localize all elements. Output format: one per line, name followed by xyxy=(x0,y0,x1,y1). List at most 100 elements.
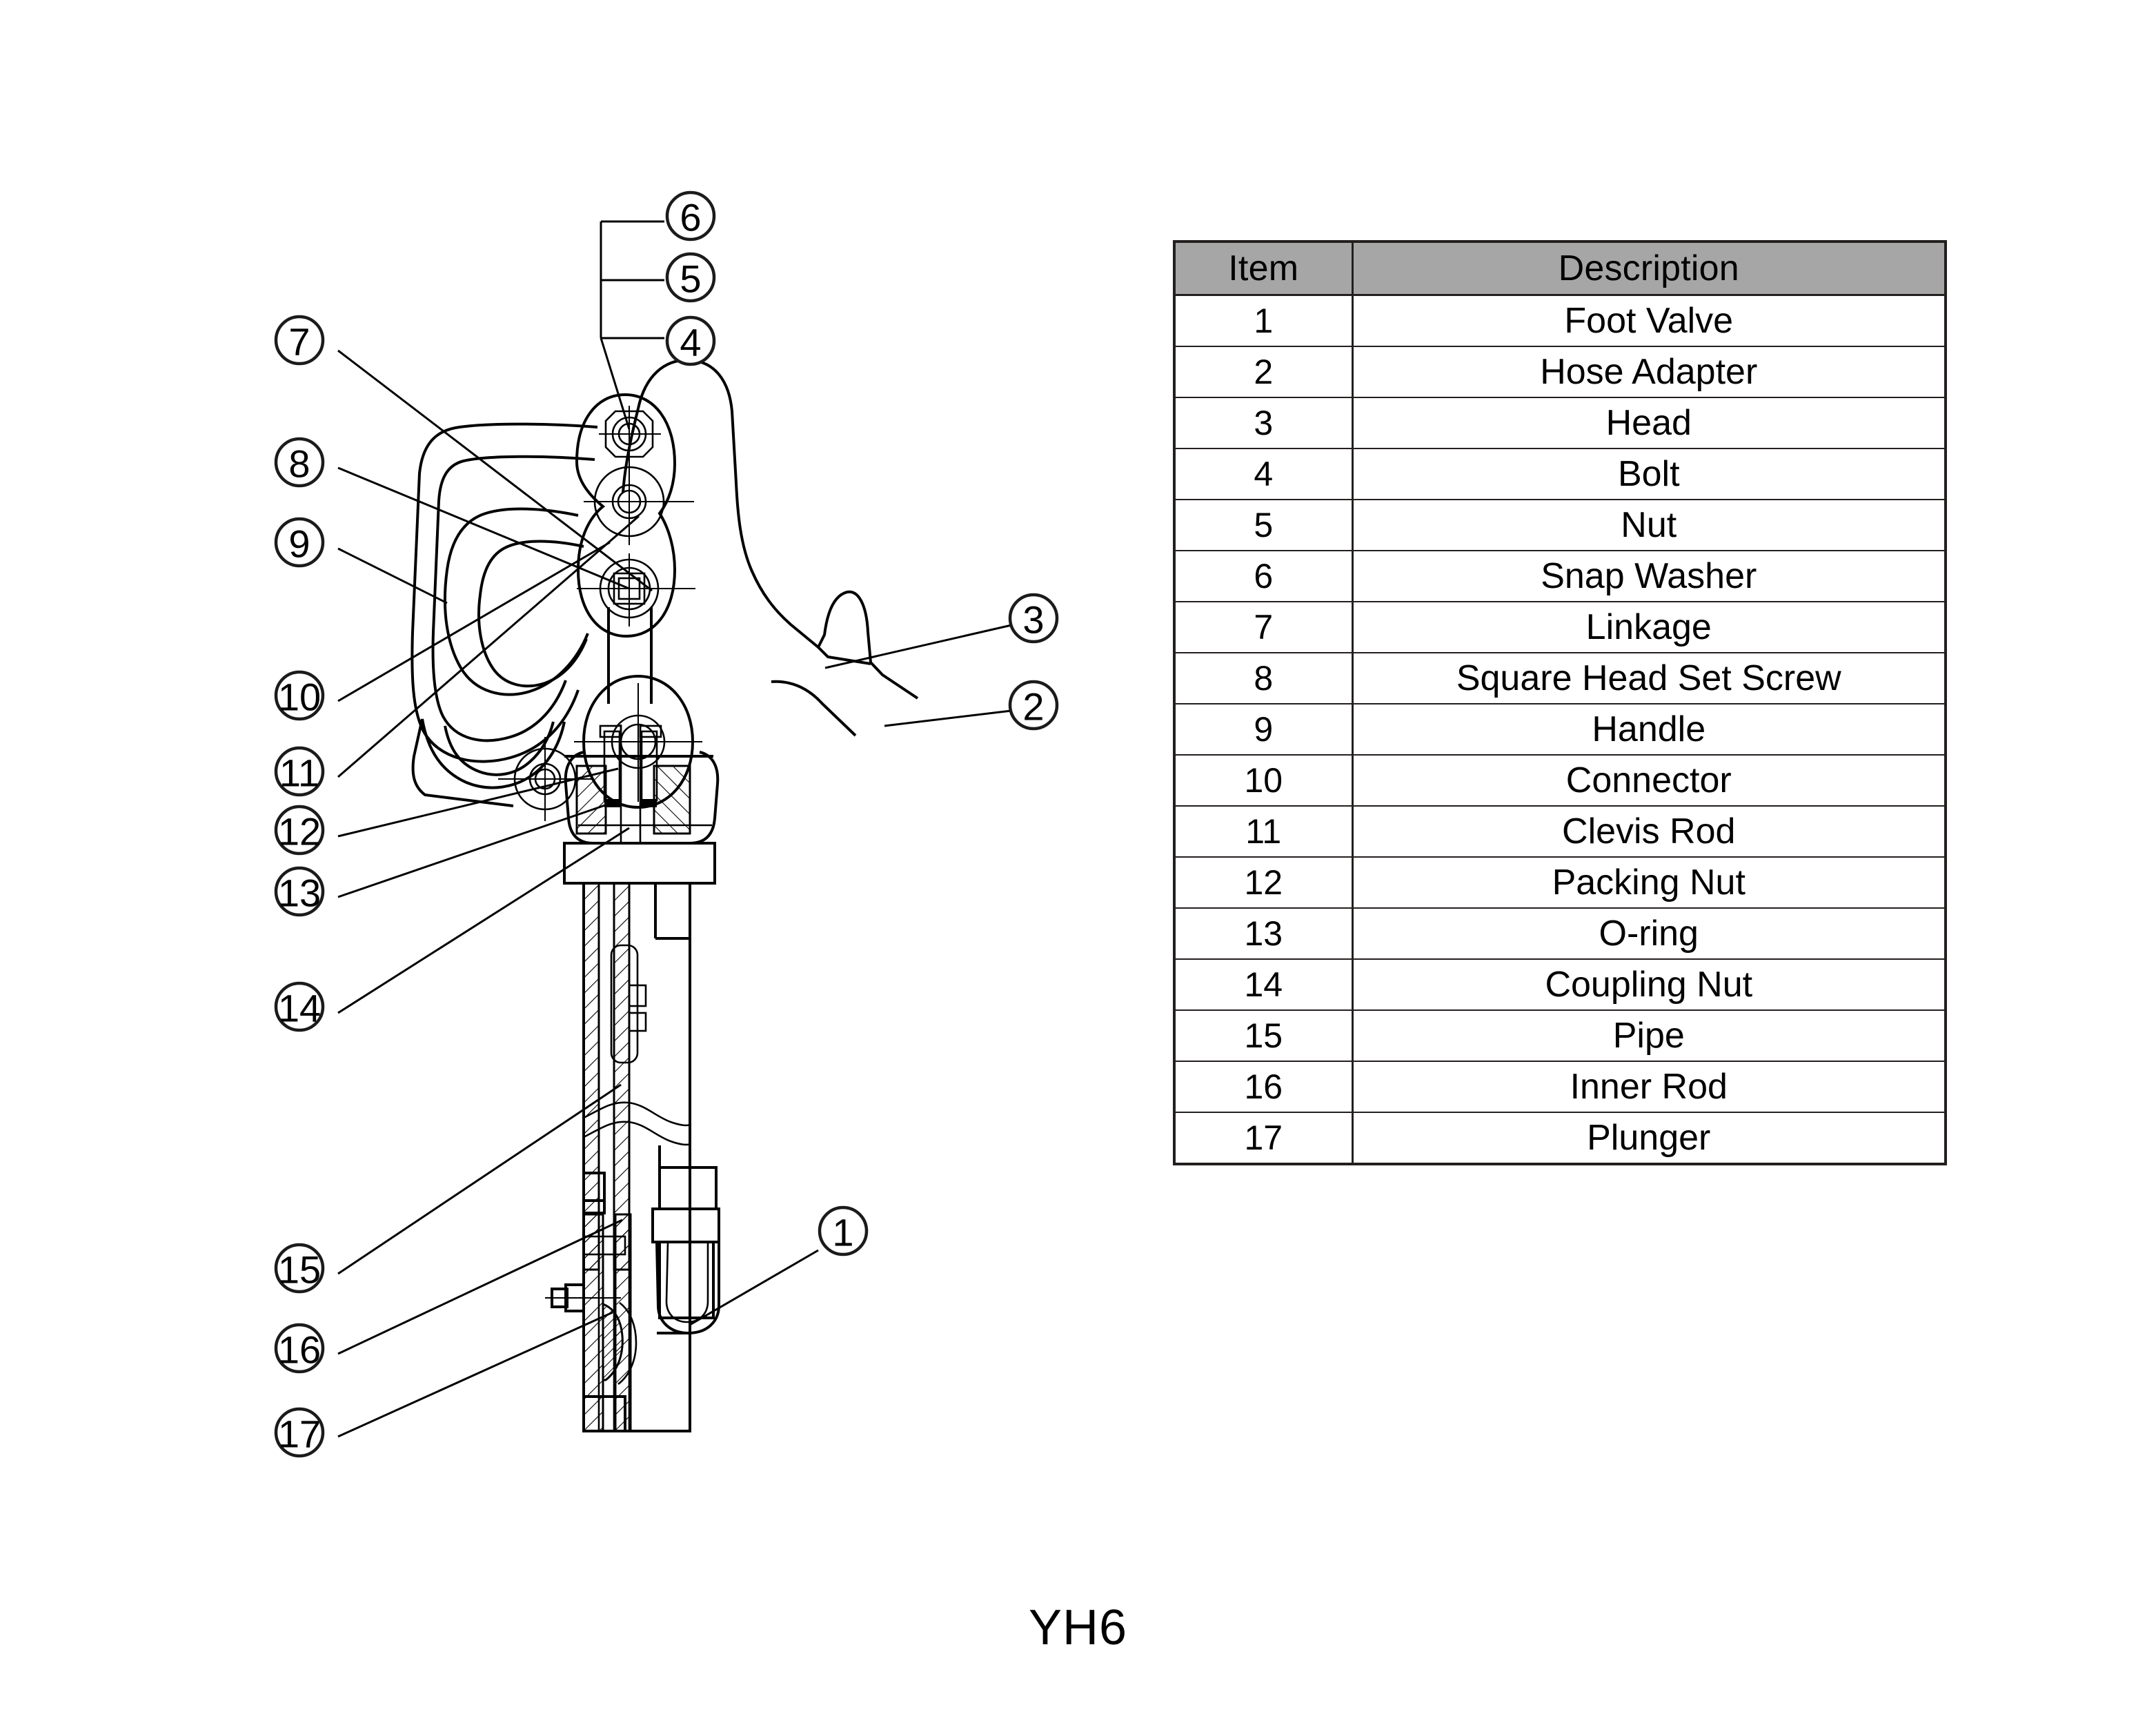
balloon-circle-icon xyxy=(274,746,325,797)
handle-tail-connector xyxy=(411,718,592,821)
balloon-label: 12 xyxy=(278,810,321,854)
balloon-circle-icon xyxy=(274,517,325,568)
cell-description: Plunger xyxy=(1351,1112,1947,1165)
balloon-circle-icon xyxy=(1008,680,1059,731)
column-header-item: Item xyxy=(1173,240,1354,296)
head-casting-outline xyxy=(622,358,919,737)
parts-table-head: Item Description xyxy=(1173,240,1947,296)
balloon-label: 2 xyxy=(1022,685,1044,729)
callout-balloon-9: 9 xyxy=(274,517,325,568)
callout-balloon-3: 3 xyxy=(1008,593,1059,644)
column-header-description: Description xyxy=(1351,240,1947,296)
callout-balloon-15: 15 xyxy=(274,1243,325,1294)
cell-item: 2 xyxy=(1173,346,1354,398)
head-pivot-lobe xyxy=(575,393,677,638)
callout-balloon-4: 4 xyxy=(665,315,716,366)
balloon-label: 1 xyxy=(832,1211,853,1254)
balloon-circle-icon xyxy=(274,670,325,721)
cell-item: 8 xyxy=(1173,652,1354,704)
linkage-arm xyxy=(443,507,589,696)
callout-balloon-14: 14 xyxy=(274,981,325,1032)
cell-description: Coupling Nut xyxy=(1351,958,1947,1011)
balloon-label: 14 xyxy=(278,987,321,1030)
sheet-title: YH6 xyxy=(1028,1600,1128,1655)
callout-balloon-13: 13 xyxy=(274,866,325,917)
balloon-label: 10 xyxy=(278,676,321,719)
balloon-label: 15 xyxy=(278,1248,321,1292)
callout-balloon-16: 16 xyxy=(274,1323,325,1374)
balloon-label: 9 xyxy=(288,522,310,566)
cell-description: Square Head Set Screw xyxy=(1351,652,1947,704)
cell-description: Bolt xyxy=(1351,448,1947,500)
cell-item: 1 xyxy=(1173,294,1354,347)
callout-balloon-1: 1 xyxy=(818,1205,869,1256)
cell-description: Head xyxy=(1351,397,1947,449)
cell-item: 9 xyxy=(1173,703,1354,756)
clevis-rod xyxy=(607,607,653,704)
callout-balloon-7: 7 xyxy=(274,315,325,366)
foot-valve-assembly xyxy=(545,1145,720,1432)
cell-description: O-ring xyxy=(1351,907,1947,960)
balloon-circle-icon xyxy=(818,1205,869,1256)
cell-item: 17 xyxy=(1173,1112,1354,1165)
balloon-label: 6 xyxy=(680,196,701,239)
balloon-circle-icon xyxy=(1008,593,1059,644)
callout-balloon-17: 17 xyxy=(274,1407,325,1458)
balloon-label: 4 xyxy=(680,321,701,364)
balloon-circle-icon xyxy=(665,252,716,303)
callout-balloon-8: 8 xyxy=(274,437,325,488)
cell-item: 3 xyxy=(1173,397,1354,449)
cell-item: 6 xyxy=(1173,550,1354,602)
balloon-label: 3 xyxy=(1022,598,1044,642)
cell-item: 13 xyxy=(1173,907,1354,960)
balloon-label: 11 xyxy=(279,751,319,795)
balloon-circle-icon xyxy=(274,1407,325,1458)
cell-description: Clevis Rod xyxy=(1351,805,1947,858)
cell-description: Pipe xyxy=(1351,1009,1947,1062)
cell-description: Packing Nut xyxy=(1351,856,1947,909)
bolt-nut-washer-stack xyxy=(599,406,661,464)
balloon-label: 16 xyxy=(278,1328,321,1372)
callout-balloon-10: 10 xyxy=(274,670,325,721)
cell-item: 10 xyxy=(1173,754,1354,807)
cell-item: 16 xyxy=(1173,1061,1354,1113)
callout-balloon-12: 12 xyxy=(274,805,325,856)
callout-balloon-11: 11 xyxy=(274,746,325,797)
cell-item: 5 xyxy=(1173,499,1354,551)
balloon-label: 8 xyxy=(288,442,310,486)
table-header-row: Item Description xyxy=(1173,240,1947,296)
cell-description: Foot Valve xyxy=(1351,294,1947,347)
cell-description: Inner Rod xyxy=(1351,1061,1947,1113)
balloon-label: 13 xyxy=(278,871,321,915)
balloon-circle-icon xyxy=(274,1243,325,1294)
cell-description: Hose Adapter xyxy=(1351,346,1947,398)
balloon-circle-icon xyxy=(274,981,325,1032)
cell-description: Linkage xyxy=(1351,601,1947,653)
cell-item: 15 xyxy=(1173,1009,1354,1062)
leader-lines xyxy=(337,220,1012,1438)
callout-balloon-6: 6 xyxy=(665,190,716,241)
cell-item: 4 xyxy=(1173,448,1354,500)
square-head-set-screw xyxy=(577,553,695,627)
balloon-label: 5 xyxy=(680,257,701,301)
cell-item: 7 xyxy=(1173,601,1354,653)
balloon-label: 17 xyxy=(278,1412,321,1456)
callout-balloon-2: 2 xyxy=(1008,680,1059,731)
cell-description: Connector xyxy=(1351,754,1947,807)
